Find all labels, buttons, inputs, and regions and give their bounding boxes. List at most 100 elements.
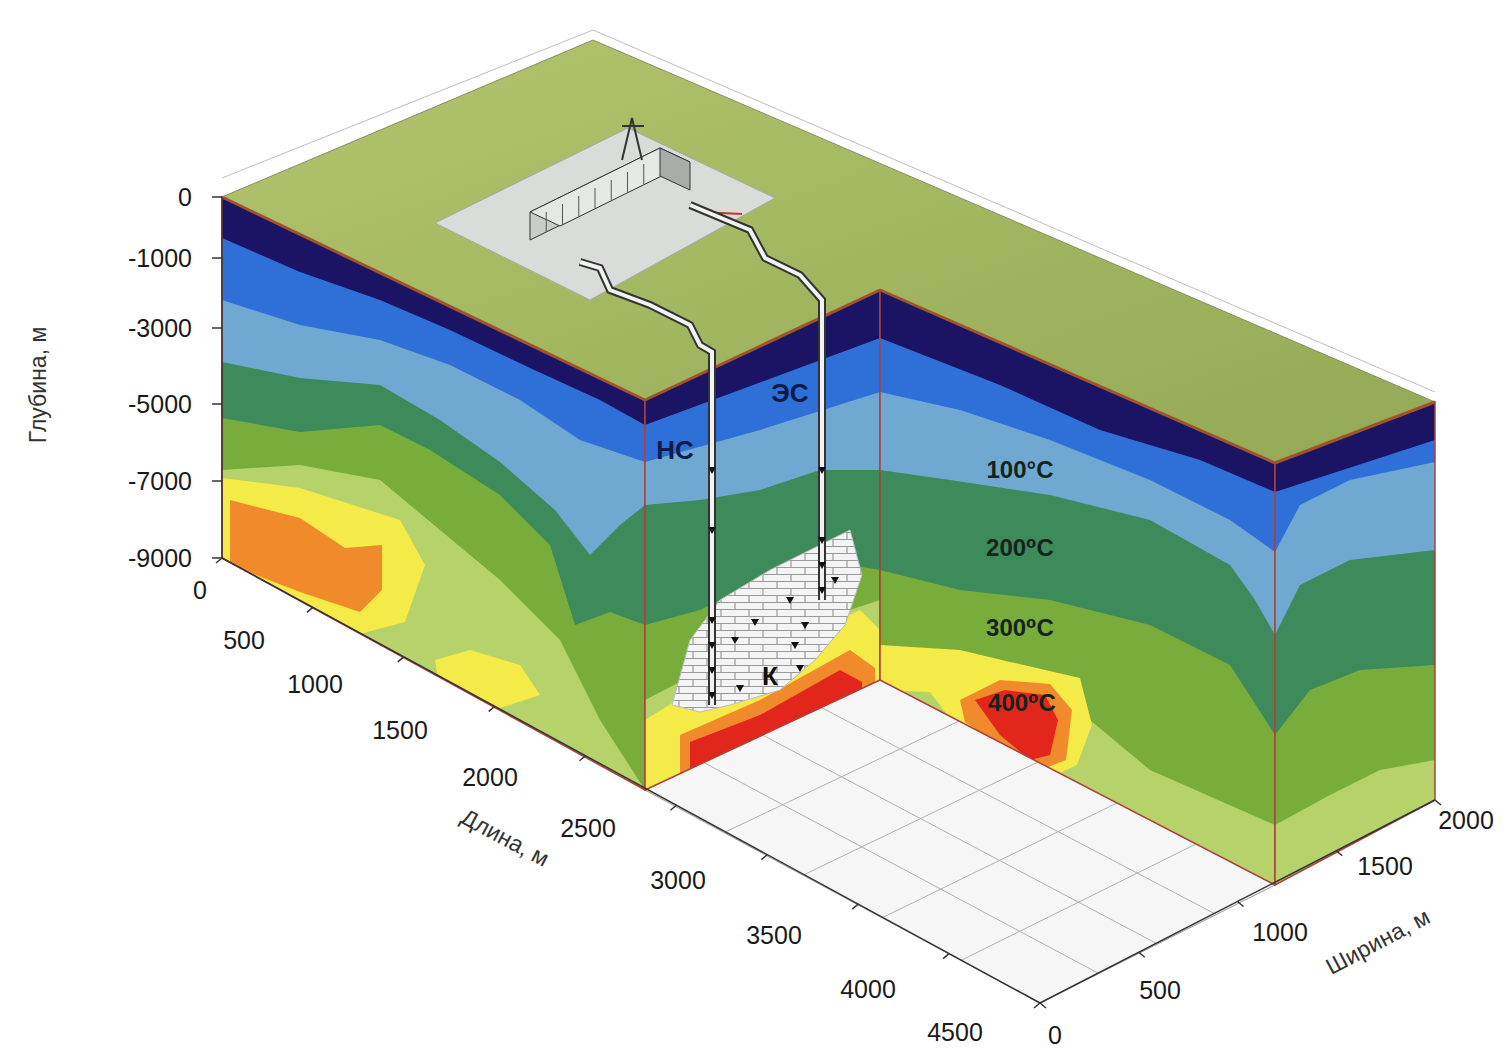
tick-label: 1000: [1252, 920, 1308, 945]
station-window: [562, 204, 563, 224]
axis-tick: [307, 607, 313, 612]
tick-label: 0: [178, 185, 192, 210]
flow-marker: [736, 685, 744, 692]
tick-label: 500: [1139, 978, 1181, 1003]
cross-section-face: [1245, 0, 1465, 885]
axis-tick: [398, 657, 404, 662]
rock-layer: [1245, 0, 1465, 735]
temperature-label: 400⁰C: [988, 691, 1056, 715]
flow-marker: [818, 467, 826, 474]
tick-label: 1500: [1357, 854, 1413, 879]
tick-label: -7000: [128, 469, 192, 494]
well-pipe-bore: [690, 205, 822, 600]
axis-tick: [1336, 851, 1342, 856]
flow-marker: [791, 642, 799, 649]
rock-layer: [1245, 0, 1465, 492]
axis-tick: [761, 855, 767, 860]
axes: [212, 197, 1441, 1008]
fracture-zone: [672, 530, 862, 712]
axis-tick: [1139, 952, 1145, 957]
tick-label: 2000: [462, 765, 518, 790]
flow-marker: [801, 622, 809, 629]
temperature-label: 300⁰C: [986, 616, 1054, 640]
station-window: [578, 196, 579, 216]
flow-marker: [796, 665, 804, 672]
well-pipe: [690, 205, 822, 600]
tick-label: 1000: [287, 672, 343, 697]
tick-label: 0: [1048, 1023, 1062, 1048]
well-label: ЭС: [771, 380, 808, 406]
tick-label: 3000: [650, 868, 706, 893]
cross-section-face: [615, 0, 910, 800]
derrick: [622, 125, 644, 127]
rock-layer: [192, 0, 675, 790]
temperature-zone: [960, 680, 1072, 772]
flow-marker: [708, 527, 716, 534]
zone-label: К: [762, 663, 778, 689]
rock-layer: [850, 0, 1305, 635]
station-window: [546, 212, 547, 232]
cross-section-face: [192, 0, 675, 790]
rock-layer: [192, 0, 675, 625]
flow-marker: [708, 667, 716, 674]
axis-tick: [212, 480, 222, 482]
tick-label: -5000: [128, 392, 192, 417]
station-window: [595, 188, 596, 208]
cross-section-face: [850, 0, 1305, 885]
tick-label: 1500: [372, 718, 428, 743]
well-pipe-bore: [580, 262, 712, 705]
flow-marker: [708, 467, 716, 474]
length-axis: [222, 558, 1040, 1003]
temperature-zone: [880, 645, 1092, 782]
temperature-label: 200⁰C: [986, 536, 1054, 560]
tick-label: -1000: [128, 246, 192, 271]
rock-layer: [850, 0, 1305, 825]
axis-title: Глубина, м: [27, 327, 50, 443]
station-roof: [530, 148, 690, 226]
rock-layer: [1245, 0, 1465, 635]
axis-tick: [852, 904, 858, 909]
tick-label: -3000: [128, 316, 192, 341]
axis-title: Ширина, м: [1322, 905, 1433, 979]
depth-axis: [221, 197, 223, 558]
face-outline: [645, 290, 880, 790]
temperature-zone: [222, 478, 425, 642]
axis-title: Длина, м: [457, 805, 553, 870]
flow-marker: [731, 637, 739, 644]
tick-label: 2000: [1438, 808, 1494, 833]
axis-tick: [580, 756, 586, 761]
rock-layer: [850, 0, 1305, 492]
tick-label: 0: [193, 578, 207, 603]
flow-marker: [751, 619, 759, 626]
grid-line: [704, 763, 1099, 974]
surface-edge: [645, 290, 880, 400]
axis-tick: [1435, 800, 1441, 805]
axis-tick: [1238, 902, 1244, 907]
tick-label: 4500: [927, 1020, 983, 1045]
station-window: [611, 180, 612, 200]
rock-layer: [850, 0, 1305, 735]
tick-label: 4000: [840, 977, 896, 1002]
axis-tick: [670, 805, 676, 810]
power-station: [530, 118, 742, 240]
temperature-zone: [975, 690, 1058, 760]
tick-label: 500: [223, 628, 265, 653]
temperature-zone: [435, 650, 540, 708]
axis-tick: [212, 327, 222, 329]
tick-label: -9000: [128, 546, 192, 571]
flow-marker: [818, 537, 826, 544]
derrick: [622, 118, 642, 160]
temperature-zone: [230, 500, 382, 612]
station-window: [627, 172, 628, 192]
flow-marker: [708, 642, 716, 649]
axis-tick: [212, 403, 222, 405]
temperature-label: 100°C: [987, 458, 1054, 482]
axis-tick: [212, 196, 222, 198]
axis-tick: [1040, 1003, 1046, 1008]
tick-label: 2500: [560, 816, 616, 841]
flow-marker: [818, 562, 826, 569]
rock-layer: [1245, 0, 1465, 825]
